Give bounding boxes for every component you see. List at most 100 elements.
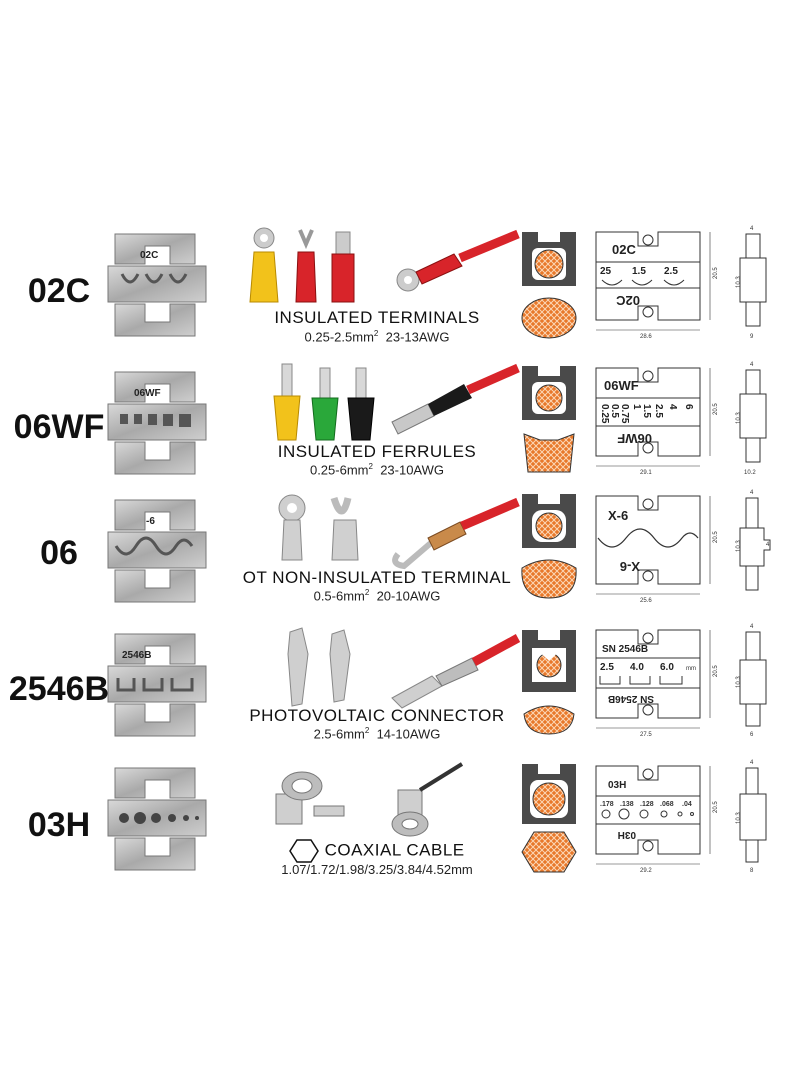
crimp-profile: [518, 490, 580, 606]
drawing-size-1: 25: [600, 266, 612, 277]
drawing-width: 27.5: [640, 732, 652, 738]
drawing-size-1: .178: [600, 801, 614, 808]
hexagon-icon: [289, 838, 320, 864]
side-mid-dim: 4: [766, 542, 770, 548]
crimp-die-image: [100, 758, 210, 878]
spec-superscript: 2: [373, 329, 379, 338]
drawing-width: 29.1: [640, 470, 652, 476]
product-title: INSULATED FERRULES: [277, 442, 477, 461]
drawing-marking: 06WF: [604, 378, 639, 393]
side-bottom-dim: 8: [750, 868, 754, 874]
crimp-die-image: 06WF: [100, 362, 210, 482]
side-height-dim: 10.3: [736, 676, 742, 688]
spec-awg: 23-13AWG: [385, 329, 450, 345]
side-top-dim: 4: [750, 760, 754, 766]
drawing-marking-mirrored: SN 2546B: [608, 693, 654, 704]
drawing-marking: SN 2546B: [602, 644, 648, 655]
side-height-dim: 10.3: [736, 812, 742, 824]
side-top-dim: 4: [750, 226, 754, 232]
die-code: 03H: [27, 806, 91, 844]
drawing-marking-mirrored: X-6: [620, 559, 640, 574]
product-title: COAXIAL CABLE: [236, 838, 518, 864]
drawing-marking: 02C: [612, 242, 636, 257]
die-technical-drawing: 02C 25 1.5 2.5 02C 28.6 20.5: [588, 226, 722, 342]
spec-superscript: 2: [368, 462, 373, 471]
die-technical-drawing: SN 2546B 2.5 4.0 6.0 mm SN 2546B 27.5 20…: [588, 624, 722, 740]
die-side-view: 4 10.3 8: [726, 758, 780, 876]
drawing-marking-mirrored: 02C: [616, 293, 640, 308]
die-code: 06WF: [13, 408, 105, 446]
drawing-size-2: 0.5: [609, 404, 620, 418]
side-top-dim: 4: [750, 490, 754, 496]
drawing-height: 20.5: [713, 665, 719, 677]
drawing-size-8: 6: [683, 404, 694, 410]
drawing-height: 20.5: [713, 801, 719, 813]
crimp-profile: [518, 362, 580, 478]
drawing-unit: mm: [686, 666, 696, 672]
svg-text:06WF: 06WF: [134, 388, 161, 399]
crimp-die-image: 2546B: [100, 624, 210, 744]
drawing-width: 25.6: [640, 598, 652, 604]
product-spec: 0.5-6mm2 20-10AWG: [236, 588, 518, 603]
die-side-view: 4 10.3 9: [726, 224, 780, 342]
drawing-size-3: .128: [640, 801, 654, 808]
drawing-size-3: 6.0: [660, 662, 674, 673]
product-title: OT NON-INSULATED TERMINAL: [242, 568, 512, 587]
spec-superscript: 2: [364, 726, 370, 735]
product-spec: 0.25-6mm2 23-10AWG: [236, 462, 518, 477]
product-image-insulated-ferrules: [232, 360, 522, 450]
drawing-marking-mirrored: 06WF: [617, 431, 652, 446]
spec-awg: 20-10AWG: [376, 588, 441, 604]
die-side-view: 4 10.3 10.2: [726, 360, 780, 478]
crimp-profile: [518, 228, 580, 344]
drawing-width: 29.2: [640, 868, 652, 874]
spec-size: 0.25-6mm: [309, 462, 369, 478]
product-image-coaxial-connector: [232, 760, 522, 850]
side-bottom-dim: 10.2: [744, 470, 756, 476]
drawing-marking: X-6: [608, 508, 628, 523]
side-bottom-dim: 6: [750, 732, 754, 738]
die-side-view: 4 10.3 6: [726, 622, 780, 740]
die-row-2546b: 2546B 2546B PHOTOVOLTAIC CONNECTOR 2.5-6…: [0, 616, 792, 750]
drawing-width: 28.6: [640, 334, 652, 340]
product-spec: 0.25-2.5mm2 23-13AWG: [236, 329, 518, 344]
svg-text:02C: 02C: [140, 250, 158, 261]
die-marking: -6: [146, 516, 155, 527]
die-row-02c: 02C 02C INSULATED TERMINALS 0.25-2.5mm2 …: [0, 218, 792, 348]
drawing-size-6: 2.5: [653, 404, 664, 418]
drawing-height: 20.5: [713, 267, 719, 279]
product-image-non-insulated-terminal: [232, 490, 522, 580]
product-spec: 1.07/1.72/1.98/3.25/3.84/4.52mm: [236, 862, 518, 877]
drawing-size-1: 0.25: [599, 404, 610, 424]
crimp-die-image: -6: [100, 490, 210, 610]
die-row-03h: 03H COAXIAL CABLE 1.07/1.72/1.98/3: [0, 752, 792, 886]
drawing-size-2: 4.0: [630, 662, 644, 673]
spec-size: 0.5-6mm: [313, 588, 365, 604]
product-title: INSULATED TERMINALS: [274, 308, 480, 327]
product-title-text: COAXIAL CABLE: [324, 840, 465, 860]
side-bottom-dim: 9: [750, 334, 754, 340]
spec-awg: 14-10AWG: [376, 726, 441, 742]
drawing-size-5: 1.5: [641, 404, 652, 418]
drawing-size-3: 0.75: [619, 404, 630, 424]
die-technical-drawing: X-6 X-6 25.6 20.5: [588, 490, 722, 606]
product-title: PHOTOVOLTAIC CONNECTOR: [249, 706, 505, 725]
side-height-dim: 10.3: [736, 412, 742, 424]
crimp-die-image: 02C: [100, 224, 210, 344]
product-spec: 2.5-6mm2 14-10AWG: [236, 726, 518, 741]
drawing-size-1: 2.5: [600, 662, 614, 673]
die-row-06wf: 06WF 06WF INSULATED FERRULES 0.25-6mm2 2…: [0, 356, 792, 486]
side-height-dim: 10.3: [736, 540, 742, 552]
spec-superscript: 2: [364, 588, 370, 597]
crimp-profile: [518, 760, 580, 876]
drawing-size-4: 1: [631, 404, 642, 410]
side-top-dim: 4: [750, 362, 754, 368]
die-row-06: 06 -6 OT NON-INSULATED TERMINAL 0.5-6mm2…: [0, 486, 792, 616]
die-side-view: 4 4 10.3: [726, 488, 780, 606]
drawing-size-3: 2.5: [664, 266, 678, 277]
drawing-size-5: .04: [682, 801, 692, 808]
drawing-marking-mirrored: 03H: [618, 829, 636, 840]
drawing-size-2: .138: [620, 801, 634, 808]
product-image-insulated-terminals: [232, 224, 522, 314]
die-code: 02C: [27, 272, 91, 310]
